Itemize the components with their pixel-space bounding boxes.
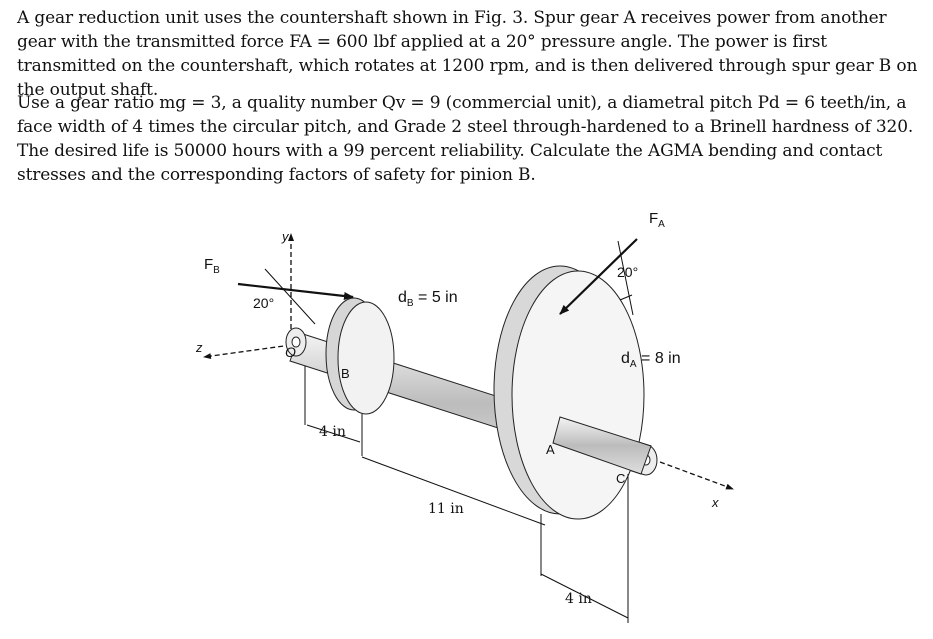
problem-paragraph-1: A gear reduction unit uses the countersh… xyxy=(17,8,918,100)
force-fb-label: FB xyxy=(204,256,220,276)
angle-a-label: 20° xyxy=(617,264,638,280)
x-axis xyxy=(659,461,734,490)
angle-b-label: 20° xyxy=(253,295,274,311)
diameter-a-label: dA = 8 in xyxy=(621,350,681,370)
gear-a xyxy=(493,265,652,520)
dimension-lines xyxy=(304,366,629,623)
gear-b xyxy=(325,297,395,415)
y-axis-label: y xyxy=(281,229,290,244)
force-fa-arrow xyxy=(559,238,638,316)
dimension-4in-left: 4 in xyxy=(319,424,346,440)
dimension-4in-right: 4 in xyxy=(565,591,592,607)
point-o-label: O xyxy=(285,344,296,360)
point-b-label: B xyxy=(341,366,350,381)
point-c-label: C xyxy=(616,471,625,486)
x-axis-label: x xyxy=(711,495,719,510)
dimension-11in: 11 in xyxy=(428,501,464,517)
force-fb-arrow xyxy=(237,268,354,325)
z-axis xyxy=(203,344,292,360)
diameter-b-label: dB = 5 in xyxy=(398,289,458,309)
z-axis-label: z xyxy=(195,340,203,355)
problem-paragraph-2: Use a gear ratio mg = 3, a quality numbe… xyxy=(17,93,914,185)
force-fa-label: FA xyxy=(649,210,665,230)
point-a-label: A xyxy=(546,442,555,457)
